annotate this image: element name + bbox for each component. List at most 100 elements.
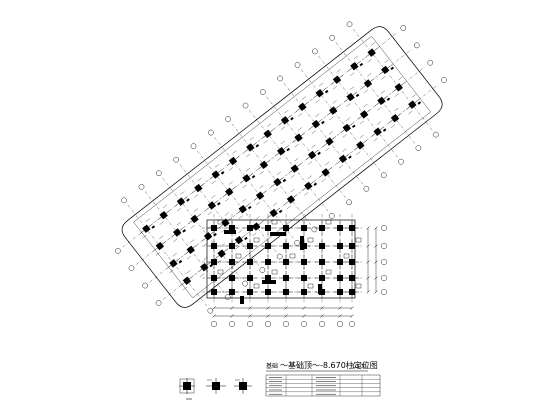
wing-column-mark: [247, 205, 252, 210]
wing-column-leader: [159, 235, 164, 239]
main-column-tag: [235, 253, 242, 259]
wing-column-leader: [359, 134, 364, 139]
wing-column-leader: [408, 110, 413, 115]
wing-column-leader: [238, 215, 243, 219]
dimension-tick: [366, 290, 370, 294]
wing-axis-bubble: [346, 21, 353, 28]
wing-column-leader: [280, 140, 285, 145]
dimension-tick: [350, 306, 354, 310]
wing-column-leader: [367, 58, 372, 63]
wing-column-mark: [324, 89, 329, 94]
dimension-tick: [248, 314, 252, 318]
wing-column-mark: [317, 151, 321, 156]
wing-column-tick: [361, 78, 375, 89]
drawing-title: 基础 ～基础顶～-8.670柱定位图 1:100: [266, 360, 378, 372]
wing-axis-bubble: [138, 183, 145, 190]
wing-column-leader: [346, 117, 351, 121]
main-axis-bubble: [381, 275, 388, 282]
wing-column-mark: [220, 171, 225, 175]
main-column-tag: [355, 237, 362, 243]
column-detail-3: [234, 378, 252, 394]
wing-column-tick: [405, 99, 419, 110]
wing-column-leader: [319, 82, 324, 87]
wing-column-tick: [336, 153, 350, 164]
wing-column-leader: [290, 189, 295, 193]
wing-column-leader: [294, 158, 299, 162]
dimension-tick: [338, 306, 342, 310]
wing-column-tick: [188, 213, 201, 225]
wing-column-tick: [218, 217, 232, 228]
wing-axis-bubble: [346, 199, 352, 206]
wing-column-leader: [242, 198, 247, 203]
dimension-tick: [366, 276, 370, 280]
main-column-tag: [271, 219, 278, 225]
wing-column-mark: [278, 209, 283, 214]
wing-column-tick: [305, 149, 319, 161]
wing-column-tick: [226, 155, 240, 167]
wing-grid: [122, 28, 440, 307]
main-column-tag: [355, 283, 362, 289]
main-axis-bubble: [210, 321, 217, 328]
wing-column-leader: [298, 113, 303, 117]
wing-column-mark: [313, 182, 318, 186]
column-detail-1: [179, 378, 195, 400]
wing-column-leader: [311, 144, 316, 148]
wing-column-tick: [378, 64, 392, 76]
wing-axis-bubble: [225, 116, 231, 122]
wing-column-leader: [193, 208, 199, 212]
wing-axis-bubble: [413, 42, 420, 49]
wing-column-mark: [255, 144, 260, 148]
wing-column-mark: [286, 147, 290, 152]
wing-column-tick: [184, 244, 198, 255]
wing-axis-bubble: [142, 282, 148, 289]
wing-column-leader: [207, 211, 212, 216]
wing-column-leader: [169, 269, 174, 273]
main-axis-bubble: [381, 289, 388, 296]
wing-axis-bubble: [380, 172, 387, 179]
title-main: ～基础顶～-8.670柱定位图: [280, 360, 378, 370]
wing-column-mark: [186, 198, 190, 202]
wing-column-tick: [166, 258, 180, 269]
dimension-tick: [266, 314, 270, 318]
dimension-tick: [338, 314, 342, 318]
wing-column-leader: [173, 238, 178, 243]
wing-column-tick: [139, 223, 153, 234]
wing-column-leader: [194, 194, 199, 198]
wing-axis-bubble: [415, 145, 422, 151]
wing-axis-bubble: [311, 226, 318, 233]
wing-column-tick: [347, 61, 361, 72]
wing-column-mark: [390, 66, 395, 71]
wing-column-leader: [332, 100, 337, 104]
wing-axis-bubble: [128, 265, 135, 272]
wing-column-leader: [350, 72, 355, 76]
wing-column-mark: [290, 117, 294, 121]
wing-column-mark: [182, 229, 186, 233]
wing-axis-bubble: [294, 62, 301, 68]
wing-column-mark: [213, 232, 217, 237]
wing-column-tick: [344, 91, 357, 103]
dimension-tick: [320, 306, 324, 310]
wing-column-tick: [357, 109, 371, 120]
wing-column-leader: [349, 86, 355, 90]
legend-frame: [265, 374, 381, 397]
wing-column-leader: [286, 205, 291, 210]
wing-axis-bubble: [190, 143, 197, 149]
main-column-tag: [253, 237, 260, 243]
wing-axis-bubble: [398, 158, 404, 165]
wing-column-leader: [215, 164, 220, 168]
wing-column-tick: [388, 113, 402, 124]
main-axis-bubble: [319, 321, 326, 328]
wing-column-leader: [329, 116, 334, 121]
wing-column-leader: [159, 221, 164, 225]
wing-axis-bubble: [294, 240, 300, 246]
main-column-tag: [217, 269, 224, 275]
wing-axis-bubble: [329, 35, 335, 41]
wing-column-tick: [295, 101, 309, 112]
rotated-wing-plan: [115, 21, 447, 314]
wing-column-leader: [252, 232, 257, 237]
dimension-tick: [374, 276, 378, 280]
wing-column-leader: [342, 148, 347, 152]
wing-column-leader: [307, 175, 312, 179]
wing-column-tick: [215, 248, 229, 259]
wing-axis-bubble: [173, 156, 179, 163]
